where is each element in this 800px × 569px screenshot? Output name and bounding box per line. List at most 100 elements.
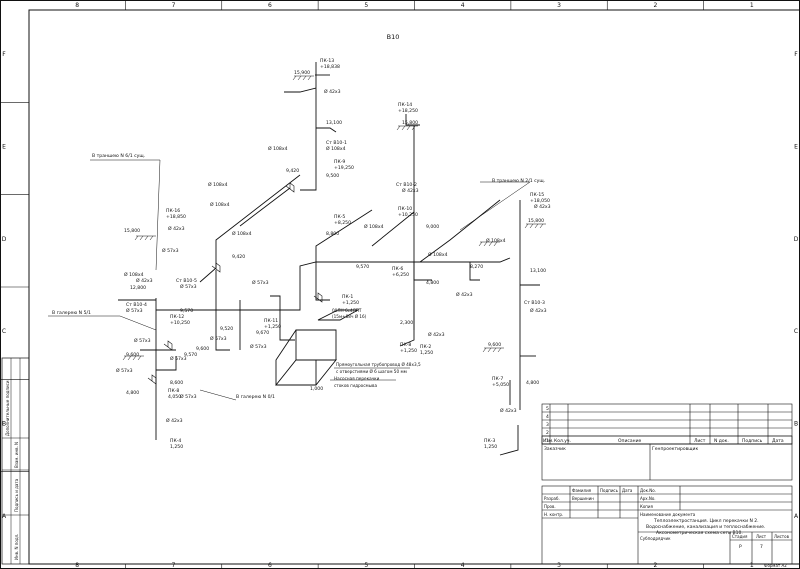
row-tick-label: E	[2, 144, 6, 151]
diagram-label: Ø 57x3	[210, 335, 227, 342]
diagram-label: 15,900	[294, 70, 310, 76]
pipe-network	[48, 62, 546, 456]
row-tick-label: E	[794, 144, 798, 151]
sheet-format: Формат А2	[764, 563, 787, 568]
customer-label: Заказчик	[544, 446, 566, 452]
contractor-label: Субподрядчик	[640, 536, 671, 541]
diagram-label: Ст В10-1	[326, 140, 347, 146]
diagram-label: Ø 42x3	[166, 417, 183, 424]
diagram-label: ПК-7	[492, 376, 503, 382]
diagram-label: Ø 57x3	[126, 307, 143, 314]
diagram-label: Ø 42x3	[500, 407, 517, 414]
column-tick-label: 8	[75, 2, 79, 9]
diagram-label: 8,270	[470, 264, 483, 270]
diagram-label: +8,250	[334, 220, 351, 226]
diagram-label: 9,500	[326, 173, 339, 179]
diagram-label: Ø 108x4	[428, 251, 448, 258]
sig-header: Фамилия	[572, 488, 592, 493]
diagram-label: Ø 42x3	[402, 187, 419, 194]
diagram-labels: ПК-13 +18,838 15,900 Ø 42x3 ПК-14 +18,25…	[52, 58, 551, 450]
diagram-label: В галерею N 0/1	[236, 394, 275, 400]
diagram-label: 1,000	[310, 386, 323, 392]
diagram-label: с отверстиями Ø 6 шагом 50 мм	[336, 369, 407, 374]
diagram-label: +19,250	[334, 165, 354, 171]
column-tick-label: 5	[364, 562, 368, 569]
diagram-label: ПК-11	[264, 318, 278, 324]
diagram-label: 2,300	[400, 320, 413, 326]
diagram-label: 13,100	[530, 268, 546, 274]
column-tick-label: 7	[172, 2, 176, 9]
diagram-label: ПК-16	[166, 208, 180, 214]
diagram-label: Ø 42x3	[534, 203, 551, 210]
diagram-label: Ø 108x4	[210, 201, 230, 208]
diagram-label: 1,250	[170, 444, 183, 450]
diagram-label: 12,800	[130, 285, 146, 291]
column-tick-label: 4	[461, 562, 465, 569]
column-tick-label: 8	[75, 562, 79, 569]
sheet-name: В10	[387, 33, 400, 41]
doc-label: Док.No.	[640, 488, 656, 493]
diagram-label: Ø 57x3	[134, 337, 151, 344]
column-tick-label: 2	[654, 562, 658, 569]
diagram-label: 4,800	[126, 390, 139, 396]
column-tick-label: 3	[557, 2, 561, 9]
row-tick-label: B	[794, 421, 798, 428]
column-tick-label: 7	[172, 562, 176, 569]
sig-header: Дата	[622, 488, 633, 493]
column-tick-label: 2	[654, 2, 658, 9]
left-strip-label: Инв. N подл.	[14, 534, 19, 560]
diagram-label: 1,250	[484, 444, 497, 450]
diagram-label: +18,850	[166, 214, 186, 220]
diagram-label: 00ЛН 6с4ЛПТ	[332, 308, 362, 313]
rev-row-number: 4	[546, 414, 549, 420]
diagram-label: 15,800	[528, 218, 544, 224]
rev-header: Кол.уч.	[554, 438, 571, 444]
rev-header: Лист	[694, 438, 706, 444]
left-strip: Дополнительные подписи Взам. инв. N Подп…	[1, 357, 30, 565]
column-tick-label: 1	[750, 562, 754, 569]
left-strip-label: Подпись и дата	[14, 478, 19, 512]
diagram-label: Ø 42x3	[136, 277, 153, 284]
diagram-label: 9,520	[220, 326, 233, 332]
diagram-label: +10,250	[170, 320, 190, 326]
diagram-label: Ст В10-5	[176, 278, 197, 284]
rev-header: Описание	[618, 438, 642, 444]
diagram-label: стоков гидросмыва	[334, 383, 377, 388]
diagram-label: ПК-12	[170, 314, 184, 320]
diagram-label: Ø 108x4	[326, 145, 346, 152]
diagram-label: Ст В10-4	[126, 302, 147, 308]
row-tick-label: C	[2, 328, 6, 335]
row-tick-label: D	[2, 236, 7, 243]
diagram-label: Ø 108x4	[232, 230, 252, 237]
diagram-label: Ø 57x3	[170, 355, 187, 362]
diagram-label: +10,250	[398, 212, 418, 218]
diagram-label: +6,250	[392, 272, 409, 278]
row-tick-label: A	[794, 513, 799, 520]
diagram-label: Ст В10-2	[396, 182, 417, 188]
role-label: Пров.	[544, 504, 556, 509]
doc-title-line: Водоснабжение, канализация и теплоснабже…	[646, 524, 765, 530]
diagram-label: +1,250	[342, 300, 359, 306]
diagram-label: 9,600	[488, 342, 501, 348]
left-strip-label: Взам. инв. N	[14, 442, 19, 468]
diagram-label: 15,800	[124, 228, 140, 234]
diagram-label: 1,250	[420, 350, 433, 356]
diagram-label: Ст В10-3	[524, 300, 545, 306]
diagram-label: 9,670	[256, 330, 269, 336]
diagram-label: ПК-2	[420, 344, 431, 350]
diagram-label: ПК-14	[398, 102, 412, 108]
diagram-label: 4,050	[168, 394, 181, 400]
stage-header: Лист	[756, 534, 767, 539]
diagram-label: Ø 42x3	[456, 291, 473, 298]
stage-header: Стадия	[732, 534, 748, 539]
diagram-label: ПК-3	[484, 438, 495, 444]
diagram-label: Ø 57x3	[116, 367, 133, 374]
doc-label: Арх.No.	[640, 496, 656, 501]
role-name: Вершинин	[572, 496, 594, 501]
diagram-label: Ø 108x4	[364, 223, 384, 230]
diagram-label: +18,050	[530, 198, 550, 204]
row-tick-label: A	[2, 513, 7, 520]
column-tick-label: 1	[750, 2, 754, 9]
